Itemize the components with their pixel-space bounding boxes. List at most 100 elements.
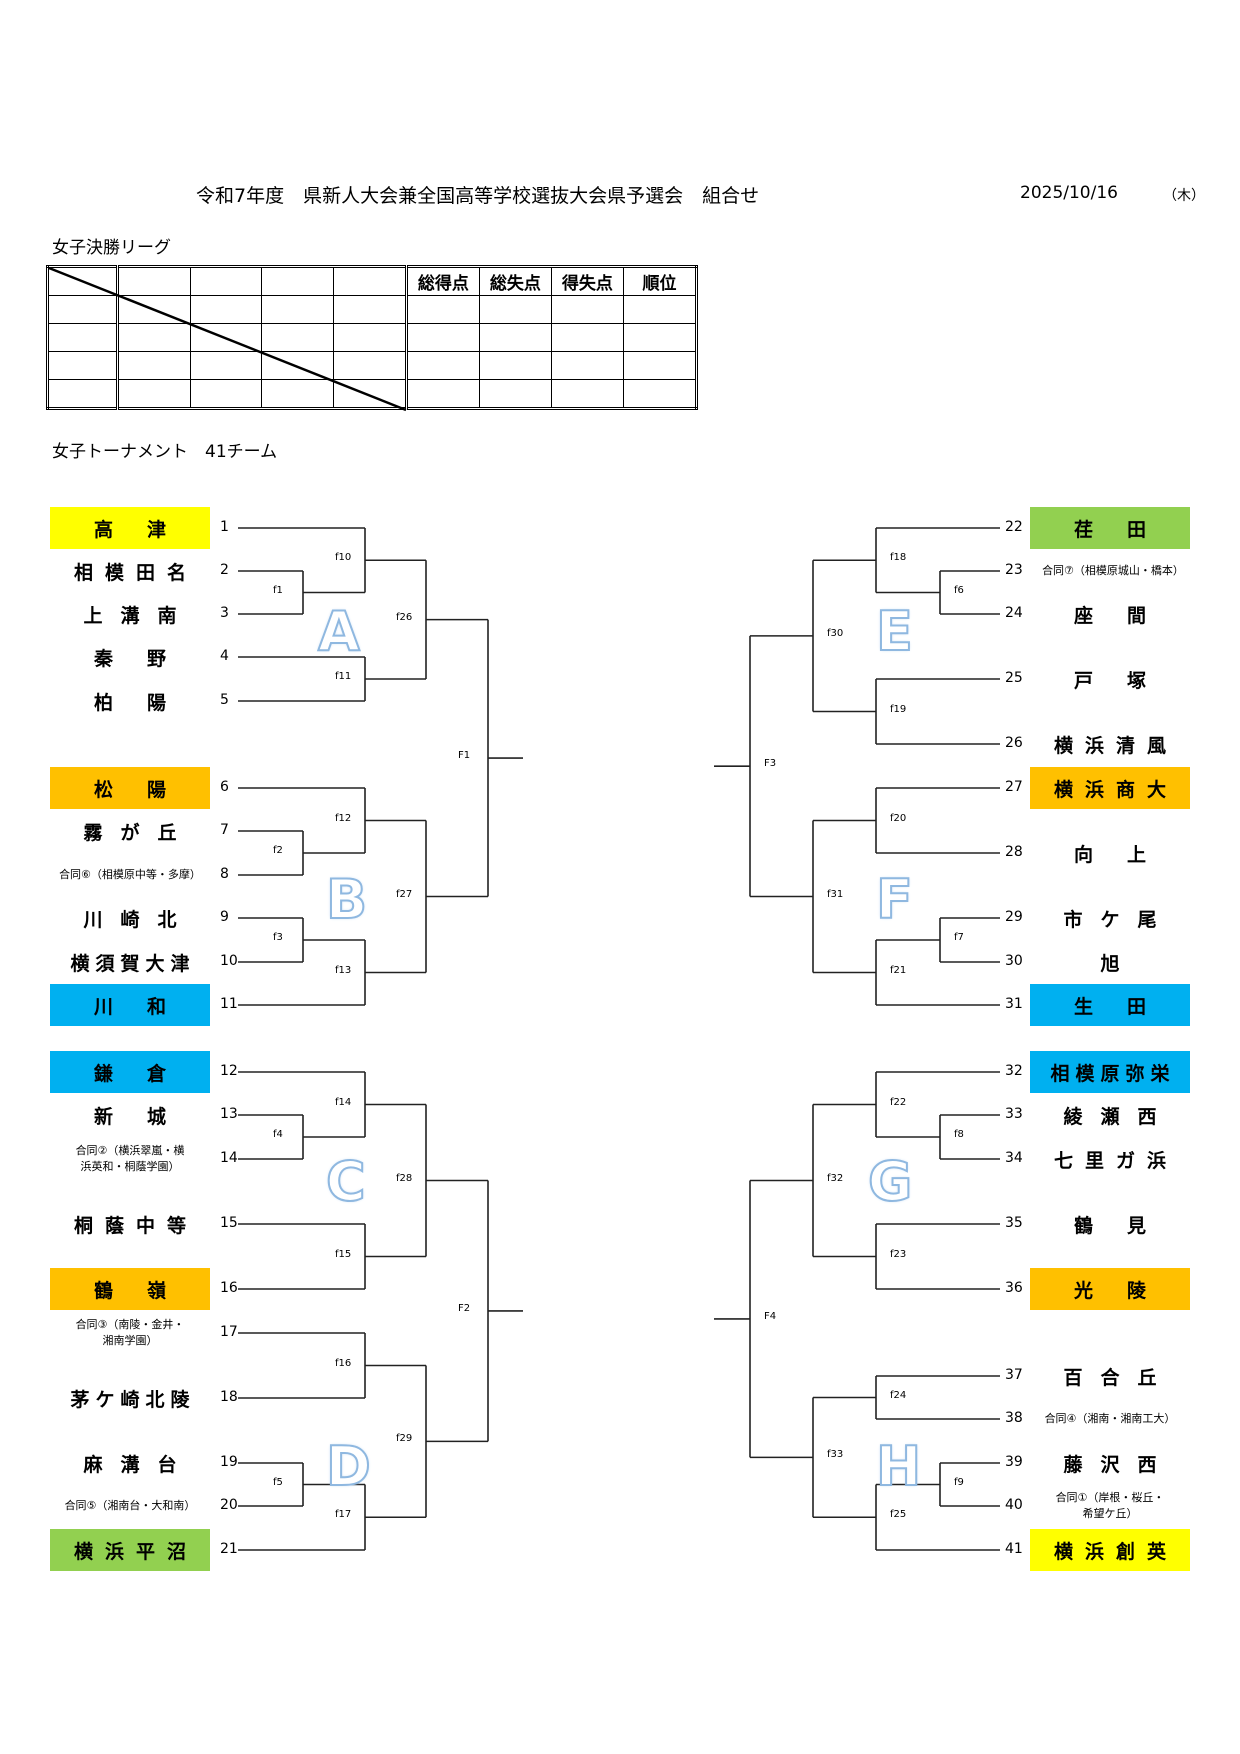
match-label: f20	[890, 812, 907, 824]
team-number: 6	[220, 779, 229, 795]
team-name-line: 合同②（横浜翠嵐・横	[75, 1144, 185, 1157]
match-label: f5	[273, 1476, 283, 1488]
match-label: f31	[827, 888, 844, 900]
team-name: 柏陽	[93, 691, 200, 714]
team-number: 12	[220, 1063, 238, 1079]
team-name: 合同③（南陵・金井・湘南学園）	[50, 1312, 210, 1354]
team-name: 座間	[1073, 604, 1180, 627]
team-name: 上溝南	[83, 604, 195, 627]
block-letter-h: H	[875, 1434, 922, 1499]
team-number: 29	[1005, 909, 1023, 925]
team-number: 32	[1005, 1063, 1023, 1079]
team-name: 旭	[1100, 952, 1154, 975]
league-cell	[404, 379, 480, 409]
team-name-line: 希望ケ丘）	[1082, 1507, 1138, 1520]
team-number: 10	[220, 953, 238, 969]
team-name-line: 合同①（岸根・桜丘・	[1055, 1491, 1165, 1504]
team-number: 8	[220, 866, 229, 882]
league-cell	[404, 351, 480, 380]
block-letter-a: A	[317, 599, 361, 664]
match-label: f8	[954, 1129, 964, 1140]
block-letter-c: C	[325, 1149, 367, 1214]
team-name: 市ケ尾	[1063, 908, 1175, 931]
seeded-team-name: 相模原弥栄	[1030, 1051, 1190, 1093]
match-label: f21	[890, 964, 907, 976]
match-label: f22	[890, 1096, 907, 1108]
seeded-team-name: 荏田	[1030, 507, 1190, 549]
league-cell	[478, 323, 552, 352]
match-label: f17	[335, 1509, 352, 1521]
league-cell	[622, 379, 698, 409]
team-number: 34	[1005, 1150, 1023, 1166]
team-name: 秦野	[93, 647, 200, 670]
team-name: 合同⑤（湘南台・大和南）	[50, 1485, 210, 1527]
team-number: 5	[220, 692, 229, 708]
team-number: 23	[1005, 562, 1023, 578]
match-label: F1	[458, 750, 471, 762]
team-name: 川崎北	[83, 908, 195, 931]
league-cell: 総失点	[478, 266, 552, 296]
match-label: f23	[890, 1248, 907, 1260]
tournament-title: 女子トーナメント 41チーム	[52, 442, 278, 462]
match-label: f4	[273, 1129, 283, 1140]
league-cell	[478, 351, 552, 380]
team-name: 麻溝台	[83, 1453, 195, 1476]
match-label: f16	[335, 1357, 352, 1369]
match-label: f18	[890, 552, 907, 564]
match-label: f29	[396, 1433, 413, 1445]
match-label: f13	[335, 964, 352, 976]
team-number: 25	[1005, 670, 1023, 686]
seeded-team-name: 高津	[50, 507, 210, 549]
league-cell: 総得点	[404, 266, 480, 296]
match-label: f30	[827, 627, 844, 639]
match-label: f19	[890, 703, 907, 715]
document-weekday: （木）	[1163, 188, 1205, 204]
team-name-line: 浜英和・桐蔭学園）	[80, 1160, 180, 1173]
league-table: 総得点総失点得失点順位	[46, 265, 698, 413]
team-name: 戸塚	[1073, 669, 1180, 692]
league-cell	[478, 379, 552, 409]
team-number: 21	[220, 1541, 238, 1557]
league-cell	[550, 379, 624, 409]
team-number: 9	[220, 909, 229, 925]
block-letter-g: G	[867, 1149, 913, 1214]
team-number: 18	[220, 1389, 238, 1405]
block-letter-b: B	[325, 867, 368, 932]
match-label: f6	[954, 584, 964, 596]
match-label: f1	[273, 584, 283, 596]
match-label: f10	[335, 552, 352, 564]
seeded-team-name: 横浜商大	[1030, 767, 1190, 809]
seeded-team-name: 川和	[50, 984, 210, 1026]
team-number: 37	[1005, 1367, 1023, 1383]
match-label: f11	[335, 671, 352, 682]
team-number: 20	[220, 1497, 238, 1513]
league-cell	[622, 295, 698, 324]
team-name: 鶴見	[1073, 1214, 1180, 1237]
team-name-line: 湘南学園）	[102, 1334, 158, 1347]
team-number: 7	[220, 822, 229, 838]
team-name: 藤沢西	[1063, 1453, 1175, 1476]
team-name: 桐蔭中等	[73, 1214, 198, 1237]
match-label: f28	[396, 1172, 413, 1184]
match-label: f15	[335, 1248, 352, 1260]
league-cell	[478, 295, 552, 324]
team-number: 16	[220, 1280, 238, 1296]
team-name-line: 合同⑥（相模原中等・多摩）	[59, 868, 201, 881]
league-title: 女子決勝リーグ	[52, 238, 171, 258]
team-number: 41	[1005, 1541, 1023, 1557]
team-number: 3	[220, 605, 229, 621]
match-label: f7	[954, 932, 964, 943]
team-name: 合同④（湘南・湘南工大）	[1030, 1398, 1190, 1440]
team-number: 26	[1005, 735, 1023, 751]
team-number: 33	[1005, 1106, 1023, 1122]
team-number: 28	[1005, 844, 1023, 860]
block-letter-f: F	[875, 867, 914, 932]
seeded-team-name: 松陽	[50, 767, 210, 809]
team-name: 横浜清風	[1053, 734, 1178, 757]
match-label: f3	[273, 932, 283, 943]
team-number: 31	[1005, 996, 1023, 1012]
seeded-team-name: 鎌倉	[50, 1051, 210, 1093]
match-label: f2	[273, 845, 283, 856]
seeded-team-name: 横浜創英	[1030, 1529, 1190, 1571]
team-name-line: 合同③（南陵・金井・	[75, 1318, 185, 1331]
